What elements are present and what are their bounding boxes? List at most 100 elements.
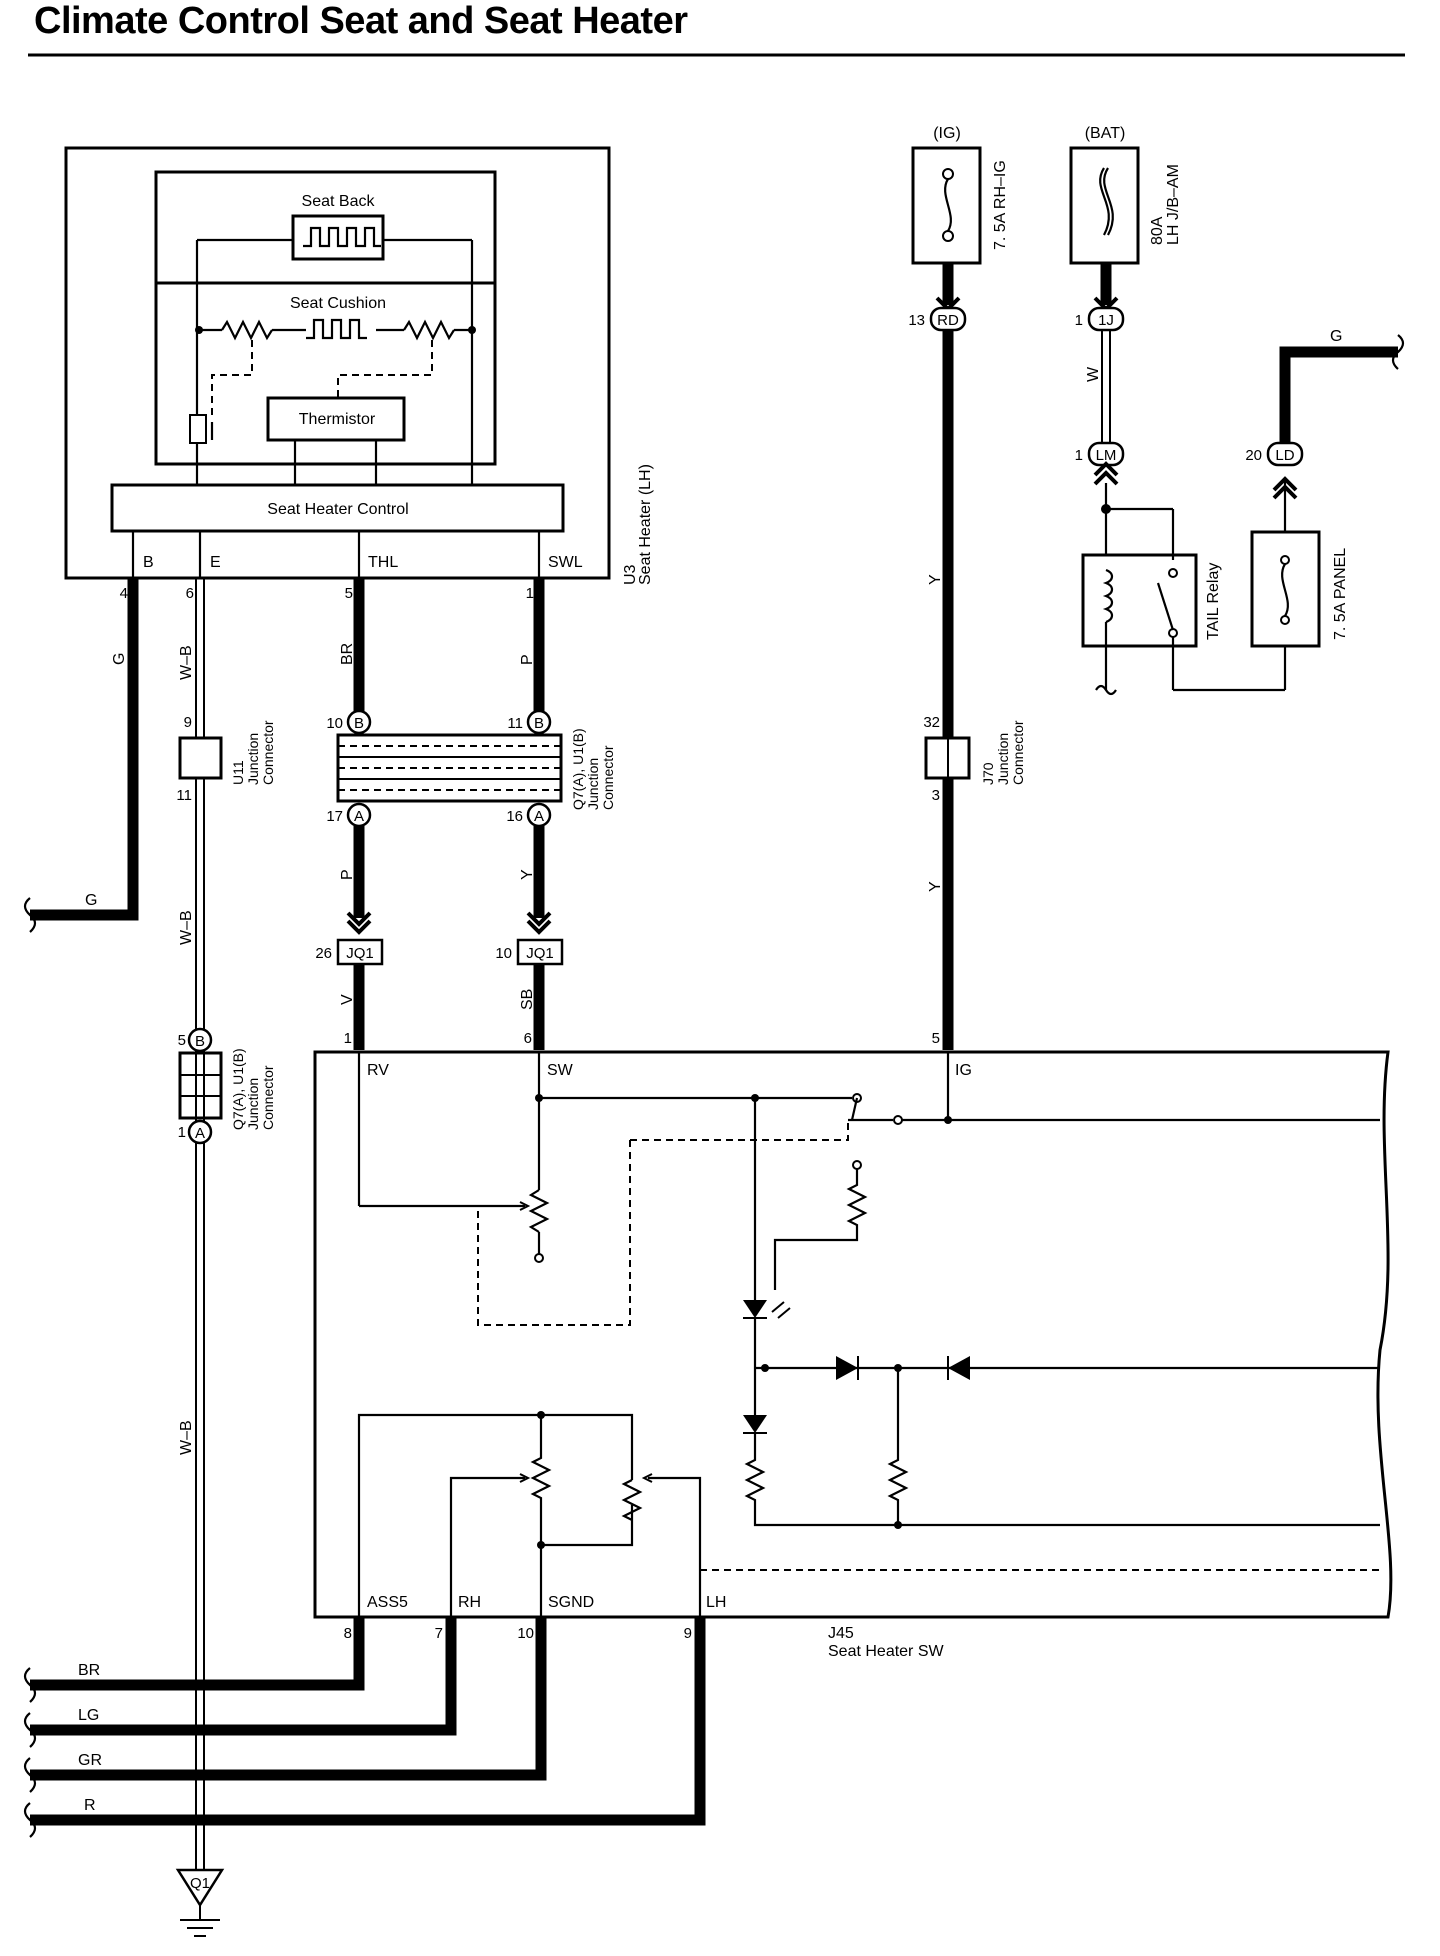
wire-br <box>30 1617 365 1691</box>
j45-code: J45 <box>828 1625 854 1642</box>
wire-color-label: R <box>84 1797 96 1814</box>
wire-color-label: W <box>1085 366 1102 382</box>
pin-label: 20 <box>1245 447 1262 464</box>
connector-letter: B <box>195 1033 205 1050</box>
q7-name-line2: Connector <box>600 745 616 810</box>
lm-label: LM <box>1096 447 1117 464</box>
seat-back-heater-icon <box>303 226 381 248</box>
jq1-connector <box>336 938 384 966</box>
wire-color-label: W–B <box>178 910 195 945</box>
pin-label: 6 <box>524 1030 532 1047</box>
wire-color-label: LG <box>78 1707 99 1724</box>
pin-label: 10 <box>495 945 512 962</box>
pin-label: 11 <box>176 787 192 804</box>
u11-name-line2: Connector <box>260 720 276 785</box>
seat-heater-outline <box>64 146 611 580</box>
diode-icon <box>948 1356 970 1380</box>
control-label: Seat Heater Control <box>267 501 408 518</box>
page-title: Climate Control Seat and Seat Heater <box>34 0 688 42</box>
thermistor-label: Thermistor <box>299 411 376 428</box>
fuse-lh-jb-am <box>1069 146 1140 265</box>
seat-heater-lh: Seat Back Seat Cushion <box>64 146 654 602</box>
switch-contact-icon <box>850 1097 859 1121</box>
wire-color-label: G <box>1330 328 1342 345</box>
fuse-ig-name: 7. 5A RH–IG <box>992 160 1009 250</box>
seat-heater-switch: RV SW IG 1 6 5 <box>313 1030 1393 1660</box>
pin-label: 4 <box>120 585 128 602</box>
wire-color-label: V <box>339 994 356 1005</box>
resistor-icon <box>221 319 273 341</box>
u3-name: Seat Heater (LH) <box>637 464 654 585</box>
relay-coil-icon <box>1102 568 1114 624</box>
fuse-rh-ig <box>911 146 982 265</box>
fuse-panel-name: 7. 5A PANEL <box>1332 548 1349 640</box>
j70-name-line2: Connector <box>1010 720 1026 785</box>
pin-label: 9 <box>684 1625 692 1642</box>
pin-label: 11 <box>507 715 523 732</box>
wire-color-label: G <box>111 653 128 665</box>
wire-color-label: BR <box>339 643 356 665</box>
connector-letter: B <box>354 715 364 732</box>
q7-name-line1: Junction <box>585 758 601 810</box>
thermal-switch-icon <box>189 414 207 444</box>
resistor-icon <box>403 319 455 341</box>
pin-label: 5 <box>932 1030 940 1047</box>
pin-label: 1 <box>1075 312 1083 329</box>
ground-label: Q1 <box>190 1875 210 1892</box>
jq1-connector <box>516 938 564 966</box>
j45-outline <box>313 1050 1393 1619</box>
connector-b-marker <box>187 1027 213 1053</box>
wire-color-label: BR <box>78 1662 100 1679</box>
pin-label: 6 <box>186 585 194 602</box>
terminal-b: B <box>143 554 154 571</box>
u11-name-line1: Junction <box>245 733 261 785</box>
wire-color-label: Y <box>519 869 536 880</box>
terminal-thl: THL <box>368 554 398 571</box>
led-icon <box>743 1300 767 1318</box>
pin-label: 9 <box>184 714 192 731</box>
q7-code: Q7(A), U1(B) <box>570 728 586 810</box>
wire-gr <box>30 1617 547 1781</box>
j45-name: Seat Heater SW <box>828 1643 945 1660</box>
wire-color-label: GR <box>78 1752 102 1769</box>
terminal-swl: SWL <box>548 554 583 571</box>
jq1-label: JQ1 <box>346 945 374 962</box>
connector-a-marker <box>187 1119 213 1145</box>
seat-heater-control-box <box>110 483 565 533</box>
connector-b-marker <box>346 709 372 735</box>
tail-relay <box>1081 553 1198 648</box>
terminal-lh: LH <box>706 1594 726 1611</box>
seat-back-label: Seat Back <box>302 193 376 210</box>
q7b-code: Q7(A), U1(B) <box>230 1048 246 1130</box>
potentiometer-icon <box>530 1415 552 1617</box>
relay-name: TAIL Relay <box>1205 563 1222 640</box>
wire-color-label: P <box>519 654 536 665</box>
fuse-bat-name: LH J/B–AM <box>1165 164 1182 245</box>
wire-g-panel <box>1279 346 1398 443</box>
fuse-icon <box>944 178 952 232</box>
wire-r <box>30 1617 706 1826</box>
wire-color-label: Y <box>927 881 944 892</box>
resistor-icon <box>744 1433 1380 1527</box>
pin-label: 10 <box>517 1625 534 1642</box>
wire-color-label: W–B <box>178 645 195 680</box>
connector-letter: A <box>354 808 364 825</box>
wire-g-left <box>30 578 139 921</box>
ld-label: LD <box>1275 447 1294 464</box>
seat-back-element <box>291 214 385 261</box>
pin-label: 13 <box>908 312 925 329</box>
terminal-e: E <box>210 554 221 571</box>
fusible-link-icon <box>1099 167 1114 236</box>
pin-label: 1 <box>344 1030 352 1047</box>
wire-color-label: SB <box>519 989 536 1010</box>
j70-name-line1: Junction <box>995 733 1011 785</box>
ig-label: (IG) <box>933 125 961 142</box>
q7b-name-line1: Junction <box>245 1078 261 1130</box>
pin-label: 16 <box>506 808 523 825</box>
pin-label: 3 <box>932 787 940 804</box>
connector-letter: A <box>534 808 544 825</box>
connector-letter: B <box>534 715 544 732</box>
potentiometer-icon <box>621 1479 643 1521</box>
pin-label: 5 <box>345 585 353 602</box>
